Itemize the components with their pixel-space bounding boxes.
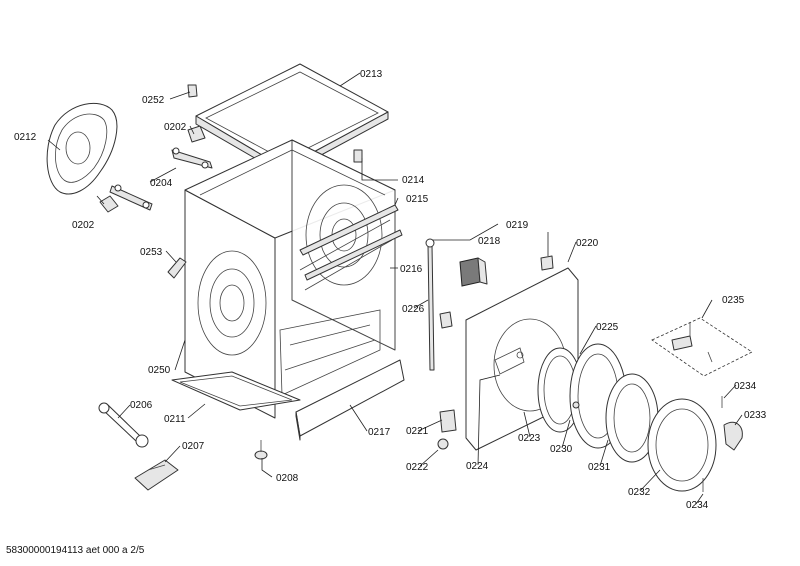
label-0234-top: 0234: [734, 381, 757, 392]
label-0221: 0221: [406, 426, 429, 437]
part-wrench: [98, 402, 149, 448]
part-labels: 0213 0252 0212 0202 0204 0214 0202 0215 …: [14, 69, 767, 511]
label-0222: 0222: [406, 462, 429, 473]
part-clip-side: [439, 311, 453, 329]
part-rod: [425, 238, 435, 371]
part-knob: [437, 438, 449, 450]
label-0252: 0252: [142, 95, 165, 106]
label-0208: 0208: [276, 473, 299, 484]
label-0232: 0232: [628, 487, 651, 498]
part-switch: [439, 409, 457, 433]
label-0250: 0250: [148, 365, 171, 376]
part-hinge-kit: [651, 317, 753, 377]
label-0213: 0213: [360, 69, 383, 80]
label-0230: 0230: [550, 444, 573, 455]
label-0224: 0224: [466, 461, 489, 472]
label-0220: 0220: [576, 238, 599, 249]
label-0234-bottom: 0234: [686, 500, 709, 511]
part-rails: [299, 149, 403, 281]
label-0204: 0204: [150, 178, 173, 189]
part-hinge-bottom: [99, 195, 119, 213]
label-0235: 0235: [722, 295, 745, 306]
label-0217: 0217: [368, 427, 391, 438]
part-foot: [254, 440, 268, 460]
part-rear-cover: [46, 102, 118, 195]
label-0231: 0231: [588, 462, 611, 473]
part-plate: [134, 459, 179, 491]
part-outer-ring: [647, 398, 717, 492]
label-0216: 0216: [400, 264, 423, 275]
part-spring-1: [171, 147, 213, 169]
label-0225: 0225: [596, 322, 619, 333]
label-0212: 0212: [14, 132, 37, 143]
document-code: 58300000194113 aet 000 a 2/5: [6, 545, 145, 556]
label-0233: 0233: [744, 410, 767, 421]
part-cabinet: [184, 139, 396, 419]
part-bracket: [167, 257, 187, 279]
label-0218: 0218: [478, 236, 501, 247]
label-0226: 0226: [402, 304, 425, 315]
label-0253: 0253: [140, 247, 163, 258]
label-0206: 0206: [130, 400, 153, 411]
label-0215: 0215: [406, 194, 429, 205]
label-0214: 0214: [402, 175, 425, 186]
part-hinge-top: [187, 125, 206, 143]
part-clip-top: [540, 255, 554, 271]
part-base-frame: [171, 371, 301, 411]
part-handle: [723, 421, 743, 451]
label-0207: 0207: [182, 441, 205, 452]
part-clip: [187, 84, 198, 98]
leader-lines: [47, 72, 743, 505]
label-0202-top: 0202: [164, 122, 187, 133]
part-front-panel: [295, 359, 405, 441]
part-spring-2: [109, 184, 153, 211]
label-0223: 0223: [518, 433, 541, 444]
label-0211: 0211: [164, 414, 186, 425]
part-door-lock: [459, 257, 488, 287]
label-0219: 0219: [506, 220, 529, 231]
label-0202-bottom: 0202: [72, 220, 95, 231]
